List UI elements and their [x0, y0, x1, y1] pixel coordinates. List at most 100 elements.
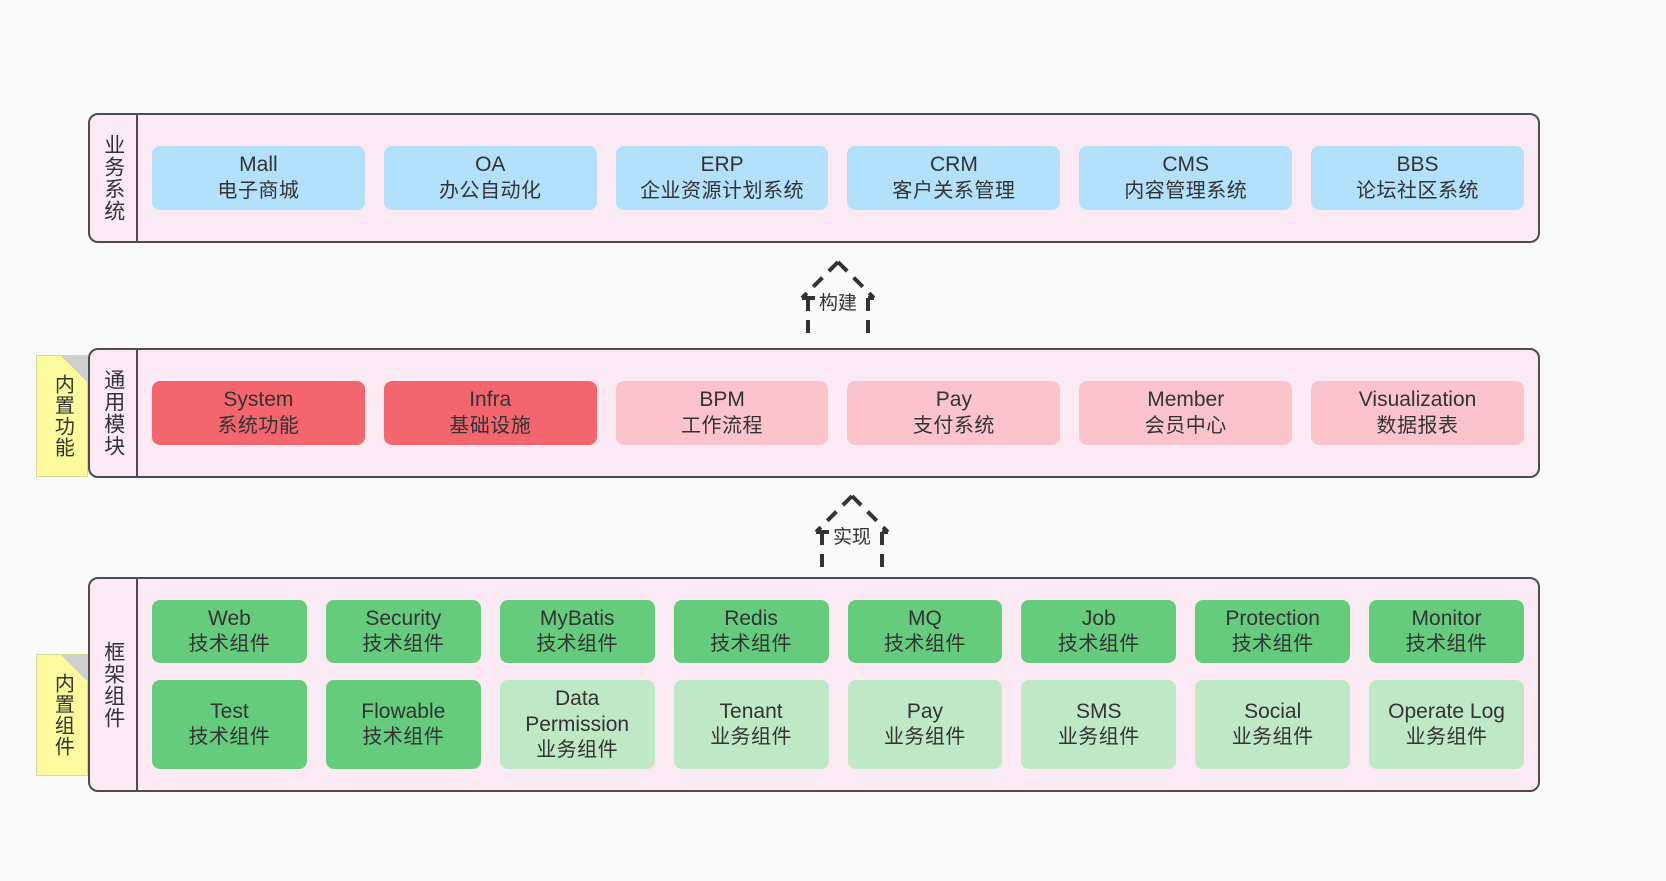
- node-flowable[interactable]: Flowable 技术组件: [325, 679, 481, 770]
- node-mq[interactable]: MQ 技术组件: [847, 599, 1003, 663]
- layer-body-common-modules: System 系统功能 Infra 基础设施 BPM 工作流程 Pay 支付系统…: [138, 350, 1538, 476]
- node-row: Web 技术组件 Security 技术组件 MyBatis 技术组件 Redi…: [152, 599, 1524, 663]
- node-title-cn: 业务组件: [1057, 726, 1140, 749]
- node-title-cn: 技术组件: [188, 632, 271, 655]
- node-pay-module[interactable]: Pay 支付系统: [847, 381, 1061, 445]
- node-title-cn: 业务组件: [1231, 726, 1314, 749]
- node-title-en: MQ: [908, 606, 942, 630]
- node-title-en: Member: [1147, 388, 1225, 412]
- connector-build: 构建: [758, 258, 918, 342]
- node-title-en: Test: [210, 700, 249, 723]
- node-mybatis[interactable]: MyBatis 技术组件: [499, 599, 655, 663]
- node-data-permission[interactable]: Data Permission 业务组件: [499, 679, 655, 770]
- node-title-en: Tenant: [719, 700, 783, 723]
- node-title-cn: 技术组件: [1405, 632, 1488, 655]
- generalization-arrow-icon: [814, 494, 890, 576]
- node-test[interactable]: Test 技术组件: [152, 679, 307, 770]
- node-title-cn: 基础设施: [449, 414, 532, 437]
- node-title-en: Mall: [239, 153, 278, 177]
- node-title-cn: 技术组件: [1057, 632, 1140, 655]
- node-title-cn: 客户关系管理: [892, 179, 1016, 202]
- node-bpm[interactable]: BPM 工作流程: [615, 381, 829, 445]
- node-crm[interactable]: CRM 客户关系管理: [847, 146, 1061, 210]
- node-title-cn: 数据报表: [1376, 414, 1459, 437]
- node-title-cn: 会员中心: [1144, 414, 1227, 437]
- node-title-en: System: [223, 388, 294, 412]
- connector-implement: 实现: [772, 492, 932, 576]
- node-protection[interactable]: Protection 技术组件: [1195, 599, 1351, 663]
- node-title-en: MyBatis: [539, 606, 615, 630]
- node-title-cn: 技术组件: [710, 632, 793, 655]
- node-row: Mall 电子商城 OA 办公自动化 ERP 企业资源计划系统 CRM 客户关系…: [152, 146, 1524, 210]
- node-title-en: CRM: [929, 153, 978, 177]
- node-system[interactable]: System 系统功能: [152, 381, 365, 445]
- node-title-cn: 电子商城: [217, 179, 300, 202]
- node-title-en: Security: [365, 606, 442, 630]
- node-title-cn: 技术组件: [883, 632, 966, 655]
- node-title-cn: 论坛社区系统: [1356, 179, 1480, 202]
- node-title-cn: 业务组件: [536, 739, 619, 762]
- folded-corner-icon: [61, 655, 87, 681]
- layer-framework-components: 框架组件 Web 技术组件 Security 技术组件 MyBatis 技术组件…: [88, 577, 1540, 792]
- node-title-en: Job: [1081, 606, 1116, 630]
- node-title-cn: 企业资源计划系统: [640, 179, 805, 202]
- node-title-cn: 技术组件: [188, 726, 271, 749]
- node-pay-component[interactable]: Pay 业务组件: [847, 679, 1003, 770]
- node-title-cn: 支付系统: [912, 414, 995, 437]
- node-title-cn: 技术组件: [362, 726, 445, 749]
- node-title-cn: 业务组件: [883, 726, 966, 749]
- node-redis[interactable]: Redis 技术组件: [673, 599, 829, 663]
- node-oa[interactable]: OA 办公自动化: [383, 146, 597, 210]
- node-title-cn: 工作流程: [681, 414, 764, 437]
- sticky-note-builtin-function: 内置功能: [36, 355, 88, 477]
- node-tenant[interactable]: Tenant 业务组件: [673, 679, 829, 770]
- node-title-cn: 系统功能: [217, 414, 300, 437]
- node-title-cn: 办公自动化: [438, 179, 542, 202]
- node-title-cn: 技术组件: [536, 632, 619, 655]
- connector-label-implement: 实现: [829, 526, 875, 549]
- node-title-en: Data Permission: [525, 686, 630, 737]
- node-title-en: Redis: [724, 606, 778, 630]
- node-erp[interactable]: ERP 企业资源计划系统: [615, 146, 829, 210]
- node-title-en: Social: [1244, 700, 1302, 723]
- node-title-en: Infra: [469, 388, 512, 412]
- node-title-en: SMS: [1076, 700, 1122, 723]
- node-operate-log[interactable]: Operate Log 业务组件: [1369, 679, 1524, 770]
- layer-title-framework-components: 框架组件: [90, 579, 138, 790]
- node-title-en: Operate Log: [1388, 700, 1505, 723]
- generalization-arrow-icon: [800, 260, 876, 342]
- sticky-note-builtin-component: 内置组件: [36, 654, 88, 776]
- node-social[interactable]: Social 业务组件: [1195, 679, 1351, 770]
- layer-title-common-modules: 通用模块: [90, 350, 138, 476]
- node-title-en: BBS: [1396, 153, 1439, 177]
- node-bbs[interactable]: BBS 论坛社区系统: [1311, 146, 1524, 210]
- node-title-cn: 业务组件: [710, 726, 793, 749]
- node-job[interactable]: Job 技术组件: [1021, 599, 1177, 663]
- folded-corner-icon: [61, 356, 87, 382]
- node-title-en: CMS: [1162, 153, 1210, 177]
- node-title-cn: 内容管理系统: [1124, 179, 1248, 202]
- node-title-cn: 技术组件: [362, 632, 445, 655]
- connector-label-build: 构建: [815, 292, 861, 315]
- sticky-note-label: 内置组件: [51, 673, 74, 757]
- node-web[interactable]: Web 技术组件: [152, 599, 307, 663]
- node-cms[interactable]: CMS 内容管理系统: [1079, 146, 1293, 210]
- node-sms[interactable]: SMS 业务组件: [1021, 679, 1177, 770]
- node-title-en: Monitor: [1411, 606, 1482, 630]
- layer-title-business-system: 业务系统: [90, 115, 138, 241]
- node-monitor[interactable]: Monitor 技术组件: [1369, 599, 1524, 663]
- sticky-note-label: 内置功能: [51, 374, 74, 458]
- node-row: Test 技术组件 Flowable 技术组件 Data Permission …: [152, 679, 1524, 770]
- node-mall[interactable]: Mall 电子商城: [152, 146, 365, 210]
- node-visualization[interactable]: Visualization 数据报表: [1311, 381, 1524, 445]
- node-security[interactable]: Security 技术组件: [325, 599, 481, 663]
- node-row: System 系统功能 Infra 基础设施 BPM 工作流程 Pay 支付系统…: [152, 381, 1524, 445]
- node-title-en: Pay: [935, 388, 972, 412]
- node-title-cn: 业务组件: [1405, 726, 1488, 749]
- node-title-en: ERP: [700, 153, 744, 177]
- node-member[interactable]: Member 会员中心: [1079, 381, 1293, 445]
- node-infra[interactable]: Infra 基础设施: [383, 381, 597, 445]
- node-title-en: OA: [475, 153, 506, 177]
- node-title-en: Visualization: [1358, 388, 1477, 412]
